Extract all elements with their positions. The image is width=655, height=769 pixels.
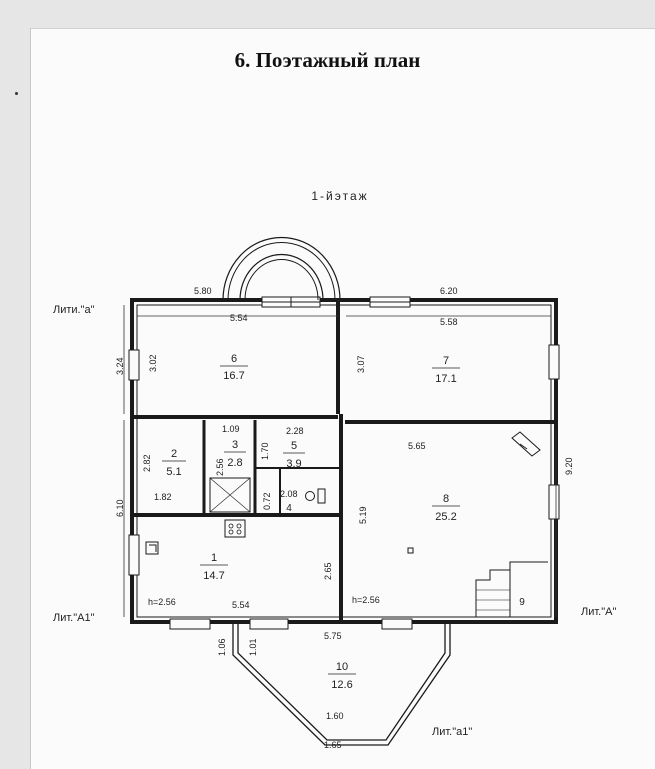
room-number: 2: [171, 448, 177, 460]
sink: [145, 541, 159, 555]
porch-inner: [237, 622, 446, 741]
room-area: 17.1: [435, 373, 456, 385]
stove-burner: [228, 529, 234, 535]
dim-label: 6.10: [115, 499, 125, 517]
dim-label: 1.06: [217, 638, 227, 656]
toilet-bowl: [305, 491, 315, 501]
dim-label: 2.65: [323, 562, 333, 580]
porch: [232, 622, 451, 746]
window-line: [262, 297, 320, 307]
stairs: [475, 561, 548, 617]
dim-label: h=2.56: [148, 597, 176, 607]
room-area: 14.7: [203, 570, 224, 582]
room-number: 4: [286, 503, 292, 514]
shower-cross: [209, 477, 251, 513]
dim-label: 5.19: [358, 506, 368, 524]
room-area: 25.2: [435, 511, 456, 523]
room-number: 3: [232, 439, 238, 451]
liter-label-bottom: Лит."а1": [432, 726, 473, 738]
dim-label: 1.01: [248, 638, 258, 656]
fireplace: [511, 431, 541, 457]
dim-label: 1.82: [154, 492, 172, 502]
window: [548, 344, 560, 380]
room-area: 16.7: [223, 370, 244, 382]
stove-burner: [228, 523, 234, 529]
window: [169, 618, 211, 630]
dim-label: 3.24: [115, 357, 125, 375]
window: [128, 534, 140, 576]
bay-arc-outer: [222, 236, 341, 301]
dimension-ticks: [123, 305, 557, 617]
bay-arc-mid: [227, 242, 336, 301]
dim-label: 5.54: [230, 313, 248, 323]
dim-label: 0.72: [262, 492, 272, 510]
dim-label: 5.75: [324, 631, 342, 641]
stove: [224, 519, 246, 538]
dim-label: 6.20: [440, 286, 458, 296]
stove-burner: [236, 523, 242, 529]
room-labels: 6 16.7 7 17.1 2 5.1 3 2.8 5 3.9 4 1 14.7…: [162, 353, 525, 691]
dim-label: 2.82: [142, 454, 152, 472]
window: [548, 484, 560, 520]
room-number: 10: [336, 661, 348, 673]
dim-label: 1.60: [326, 711, 344, 721]
liter-label-top-left: Лити."а": [53, 304, 95, 316]
windows: [128, 296, 560, 630]
outer-wall-inner: [136, 304, 552, 618]
room-number: 5: [291, 440, 297, 452]
dim-label: 2.56: [215, 458, 225, 476]
dim-label: 5.80: [194, 286, 212, 296]
dim-label: 2.08: [280, 489, 298, 499]
outer-wall: [130, 298, 558, 624]
floor-label: 1-йэтаж: [311, 189, 369, 203]
dim-label: 1.65: [324, 740, 342, 750]
dim-label: 3.02: [148, 354, 158, 372]
room-number: 7: [443, 355, 449, 367]
dim-label: 3.07: [356, 355, 366, 373]
dimension-labels: 5.80 6.20 5.54 5.58 3.24 3.02 3.07 9.20 …: [115, 286, 574, 750]
room-area: 2.8: [227, 457, 242, 469]
toilet-tank: [317, 488, 326, 504]
room-number: 8: [443, 493, 449, 505]
dim-label: 5.54: [232, 600, 250, 610]
bay-arc-inner: [239, 253, 324, 301]
page-title: 6. Поэтажный план: [234, 48, 421, 72]
liter-label-right: Лит."А": [581, 606, 617, 618]
window: [381, 618, 413, 630]
room-area: 12.6: [331, 679, 352, 691]
dim-line: [123, 305, 557, 617]
dim-label: 9.20: [564, 457, 574, 475]
scan-speck: [15, 92, 18, 95]
bay-window: [222, 236, 341, 301]
stove-burner: [236, 529, 242, 535]
room-area: 3.9: [286, 458, 301, 470]
stair-steps: [476, 589, 510, 611]
dim-label: 5.65: [408, 441, 426, 451]
plan-walls: [130, 298, 558, 624]
dim-label: 2.28: [286, 426, 304, 436]
dim-label: 1.09: [222, 424, 240, 434]
liter-label-left: Лит."А1": [53, 612, 95, 624]
room-area: 5.1: [166, 466, 181, 478]
room-number: 1: [211, 552, 217, 564]
dim-label: h=2.56: [352, 595, 380, 605]
bay-arc-inner2: [244, 259, 319, 301]
room-number: 6: [231, 353, 237, 365]
dim-label: 5.58: [440, 317, 458, 327]
dim-label: 1.70: [260, 442, 270, 460]
column: [407, 547, 414, 554]
room-number: 9: [519, 597, 525, 608]
fireplace-detail: [519, 443, 528, 450]
window: [128, 349, 140, 381]
window: [249, 618, 289, 630]
porch-outer: [232, 622, 451, 746]
shower-tray: [209, 477, 251, 513]
